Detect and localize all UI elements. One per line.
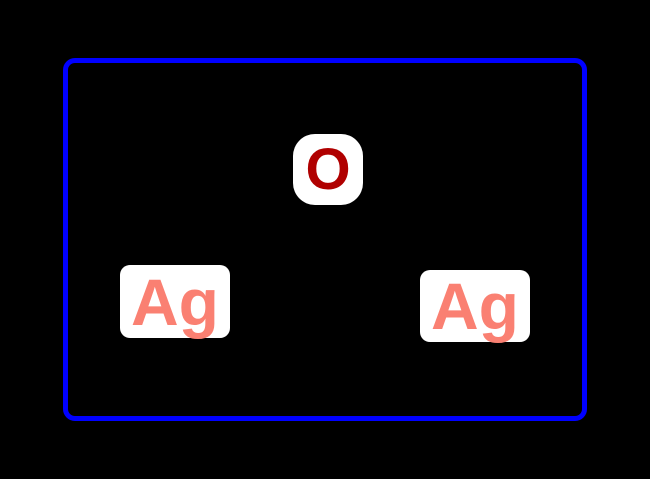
molecule-frame xyxy=(63,58,587,421)
atom-silver-right: Ag xyxy=(420,270,530,342)
atom-silver-left: Ag xyxy=(120,265,230,338)
atom-oxygen: O xyxy=(293,134,363,205)
